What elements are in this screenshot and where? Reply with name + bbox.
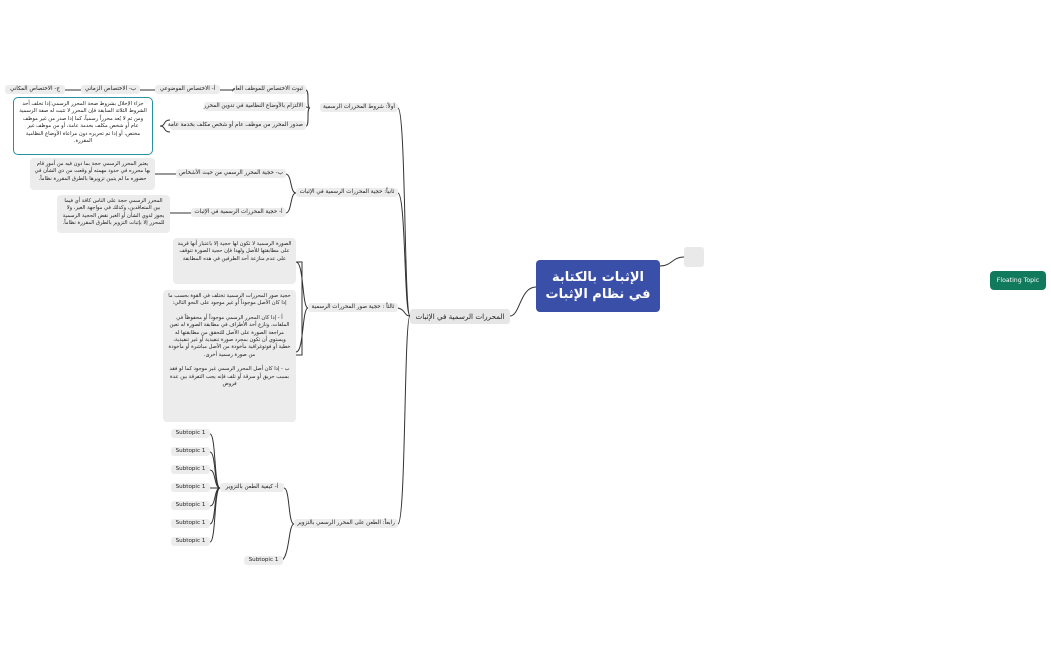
branch-third-label[interactable]: ثالثاً : حجية صور المحررات الرسمية (308, 303, 398, 312)
second-proof[interactable]: أ- حجية المحررات الرسمية في الإثبات (191, 208, 286, 217)
branch-fourth-label[interactable]: رابعاً: الطعن على المحرر الرسمي بالتزوير (294, 519, 398, 528)
empty-topic[interactable] (684, 247, 704, 267)
second-persons-note[interactable]: يعتبر المحرر الرسمي حجة بما دون فيه من أ… (30, 158, 155, 190)
first-item-competence[interactable]: ثبوت الاختصاص للموظف العام (232, 85, 306, 94)
first-item-issuer[interactable]: صدور المحرر من موظف عام أو شخص مكلف بخدم… (168, 121, 306, 130)
subtopic-extra[interactable]: Subtopic 1 (244, 556, 283, 565)
subtopic-item[interactable]: Subtopic 1 (171, 447, 210, 456)
third-note-2-case-b: ب - إذا كان أصل المحرر الرسمي غير موجود … (169, 366, 290, 388)
subtopic-item[interactable]: Subtopic 1 (171, 429, 210, 438)
competence-temporal[interactable]: ب- الاختصاص الزماني (81, 85, 140, 94)
branch-first-label[interactable]: أولاً: شروط المحررات الرسمية (320, 103, 398, 112)
fourth-method[interactable]: أ- كيفية الطعن بالتزوير (220, 483, 284, 492)
third-note-2-case-a: أ - إذا كان المحرر الرسمي موجوداً أو محف… (168, 314, 291, 358)
branch-second-label[interactable]: ثانياً: حجية المحررات الرسمية في الإثبات (296, 188, 398, 197)
third-note-1[interactable]: الصورة الرسمية لا تكون لها حجية إلا باعت… (173, 238, 296, 284)
main-topic[interactable]: المحررات الرسمية في الإثبات (410, 309, 510, 324)
subtopic-item[interactable]: Subtopic 1 (171, 519, 210, 528)
central-topic[interactable]: الإثبات بالكتابة في نظام الإثبات (536, 260, 660, 312)
first-branch-note[interactable]: جزاء الإخلال بشروط صحة المحرر الرسمي:إذا… (13, 97, 153, 155)
floating-topic[interactable]: Floating Topic (990, 271, 1046, 290)
second-persons[interactable]: ب- حجية المحرر الرسمي من حيث الأشخاص (176, 169, 286, 178)
second-proof-note[interactable]: المحرر الرسمي حجة على الناس كافة أي فيما… (57, 195, 170, 233)
third-note-2-intro: حجية صور المحررات الرسمية تختلف في القوة… (168, 293, 291, 307)
subtopic-item[interactable]: Subtopic 1 (171, 501, 210, 510)
competence-spatial[interactable]: ج- الاختصاص المكاني (5, 85, 65, 94)
competence-objective[interactable]: أ- الاختصاص الموضوعي (155, 85, 220, 94)
subtopic-item[interactable]: Subtopic 1 (171, 483, 210, 492)
subtopic-item[interactable]: Subtopic 1 (171, 465, 210, 474)
third-note-2[interactable]: حجية صور المحررات الرسمية تختلف في القوة… (163, 290, 296, 422)
first-item-formalities[interactable]: الالتزام بالأوضاع النظامية في تدوين المح… (204, 102, 306, 111)
subtopic-item[interactable]: Subtopic 1 (171, 537, 210, 546)
